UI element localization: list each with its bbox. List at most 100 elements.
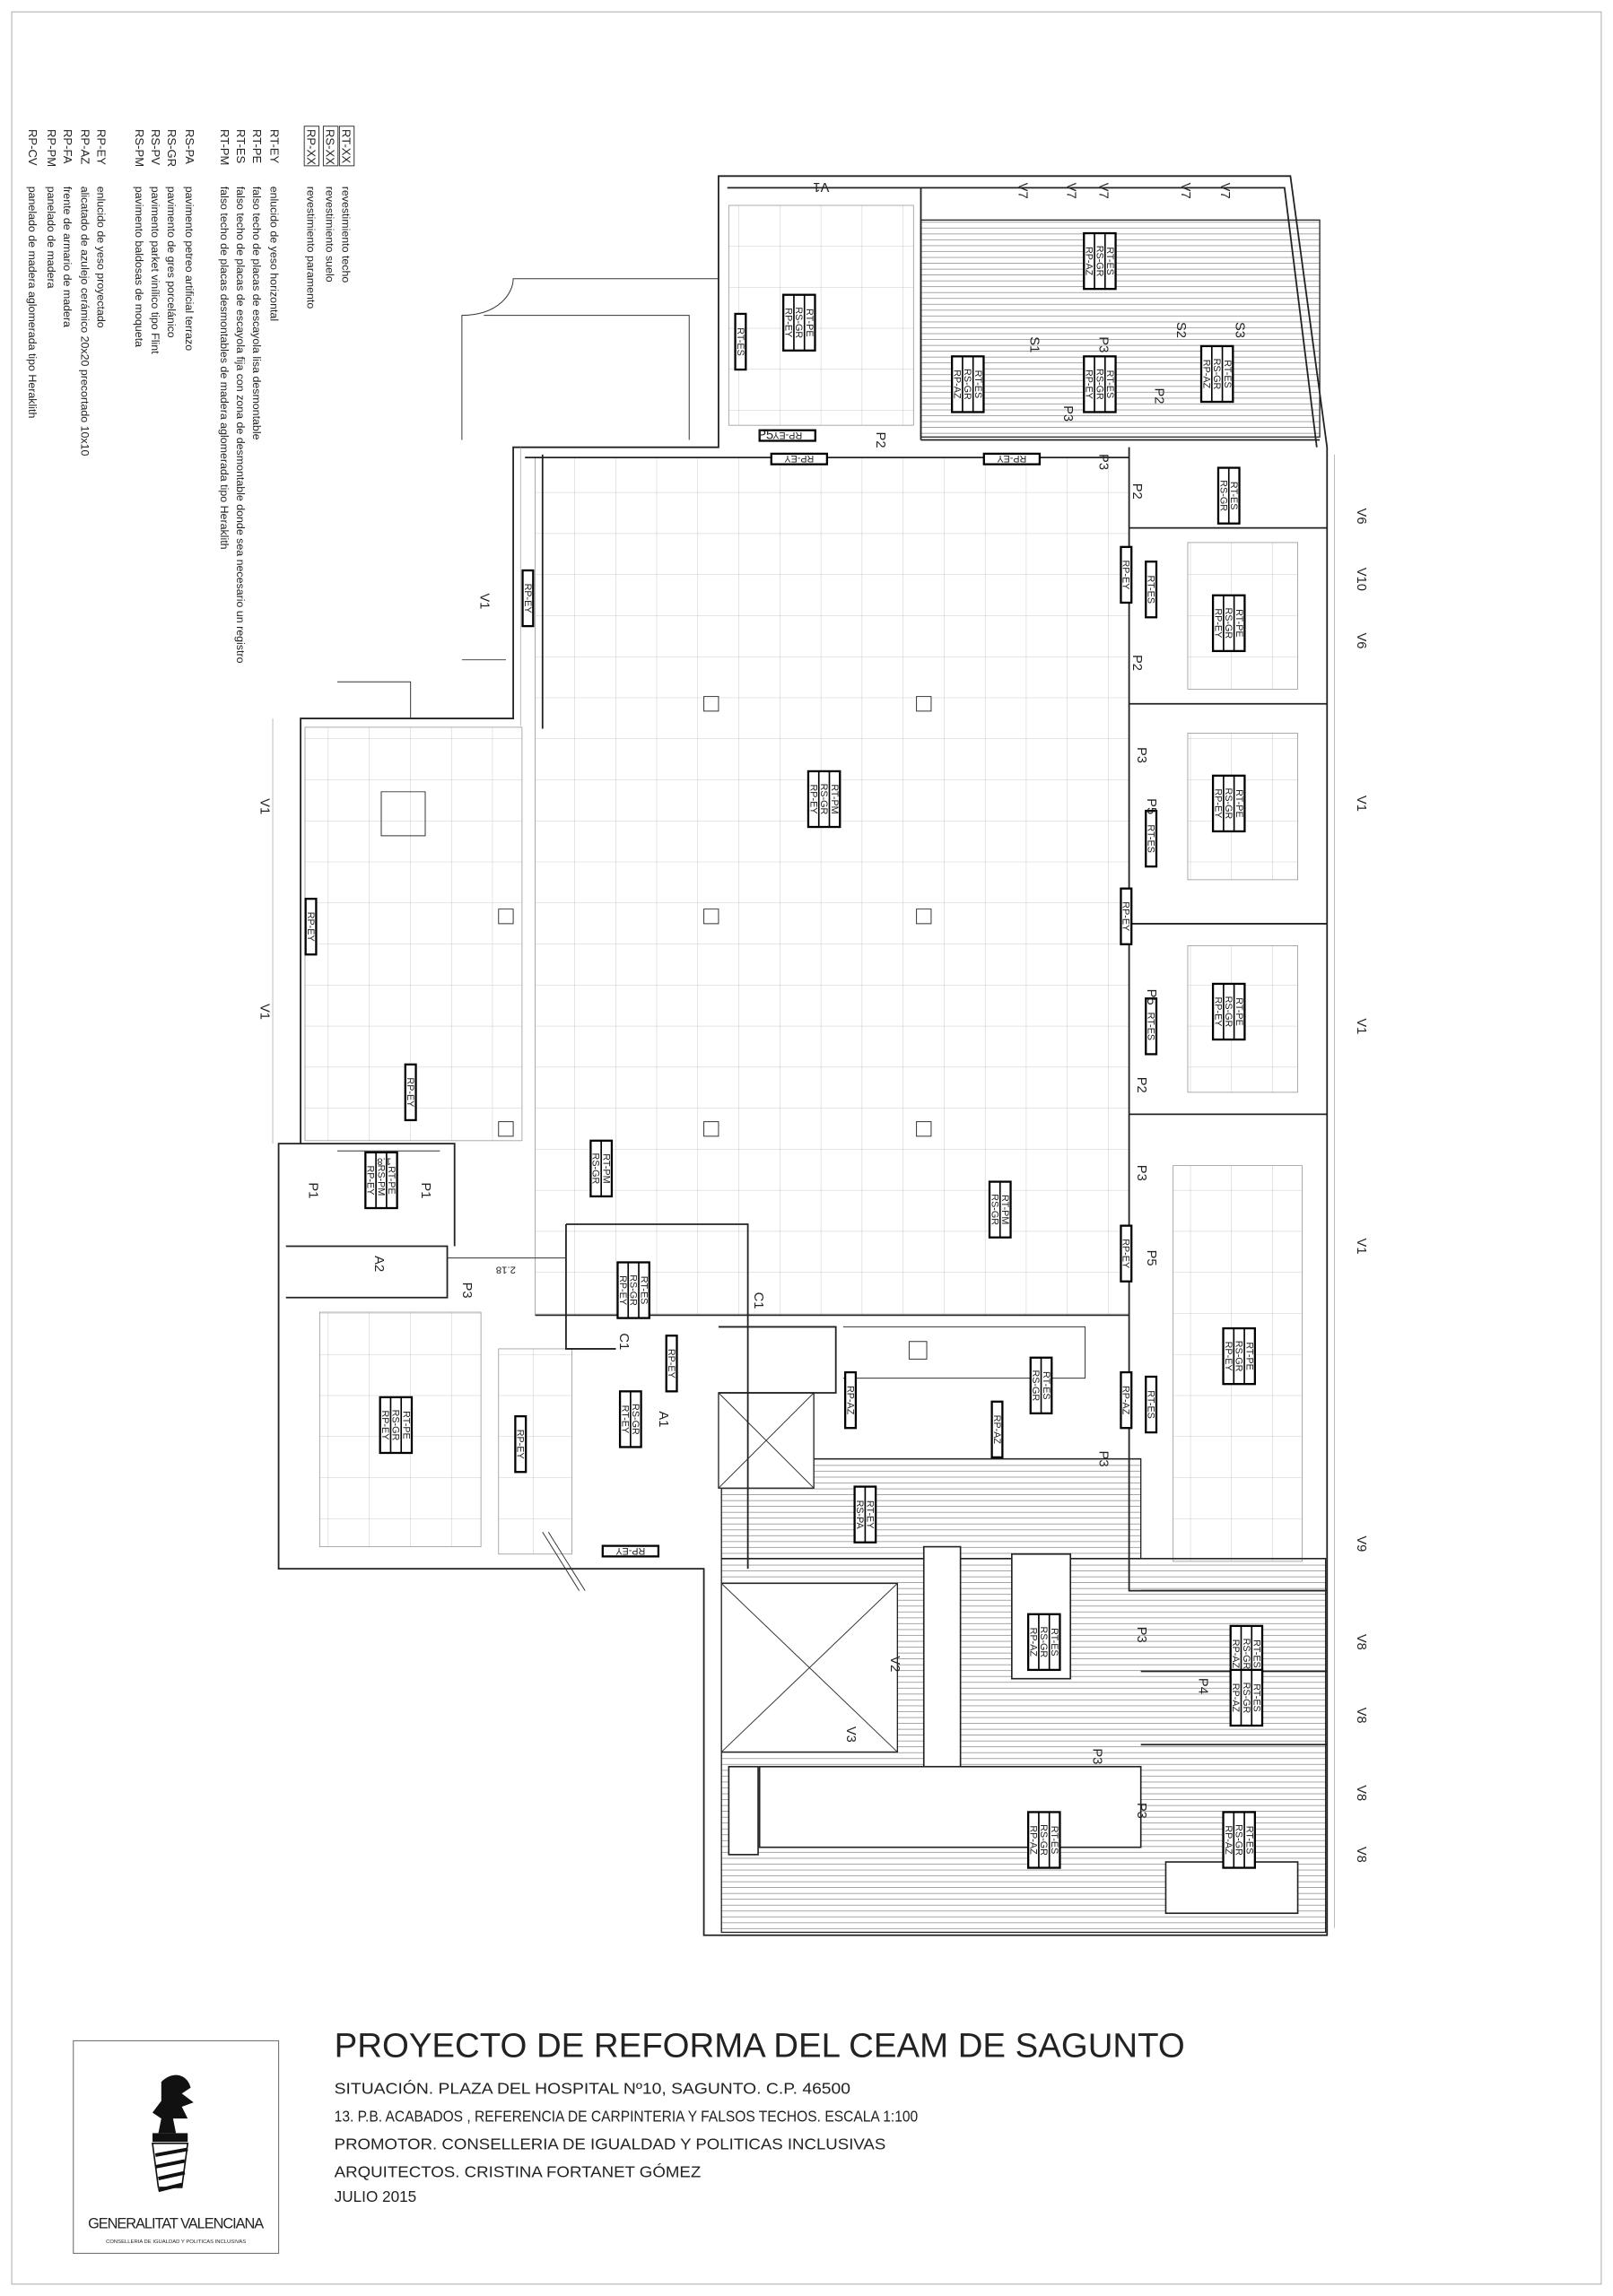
opening-label: C1	[751, 1292, 765, 1309]
legend-code: RS-GR	[165, 129, 179, 167]
opening-label: S1	[1026, 336, 1041, 352]
finish-code: RS-PA	[854, 1500, 865, 1530]
legend-description: frente de armario de madera	[61, 187, 74, 327]
finish-code: RT-ES	[1146, 575, 1156, 604]
finish-code: RP-EY	[1084, 370, 1094, 399]
promotor: PROMOTOR. CONSELLERIA DE IGUALDAD Y POLI…	[335, 2135, 886, 2152]
legend-code: RP-CV	[26, 129, 39, 166]
opening-label: P2	[1134, 1077, 1148, 1093]
legend-code: RP-EY	[95, 129, 109, 165]
opening-label: V10	[1354, 568, 1368, 591]
arquitectos: ARQUITECTOS. CRISTINA FORTANET GÓMEZ	[335, 2162, 702, 2180]
opening-label: P2	[873, 432, 887, 448]
finish-code: RS-GR	[630, 1404, 641, 1435]
finish-code: RP-AZ	[1120, 1386, 1131, 1415]
logo-subtitle: CONSELLERIA DE IGUALDAD Y POLITICAS INCL…	[106, 2239, 246, 2245]
opening-label: P2	[1129, 655, 1144, 671]
finish-code: RS-GR	[989, 1194, 999, 1225]
dimensions: 1.8 2.18	[336, 1150, 566, 1274]
finish-code: RT-ES	[1146, 1390, 1156, 1419]
finish-code: RS-GR	[1094, 369, 1104, 400]
finish-code: RP-EY	[1120, 901, 1131, 931]
finish-code: RT-ES	[1104, 370, 1115, 399]
finish-code: RT-ES	[1049, 1628, 1059, 1657]
opening-label: P3	[1134, 1627, 1148, 1643]
legend-code: RT-PE	[250, 129, 264, 164]
finish-code: RT-PE	[1234, 789, 1244, 818]
dimension-label: 2.18	[496, 1264, 516, 1274]
finish-code: RT-EY	[865, 1500, 876, 1529]
legend-code: RT-XX	[340, 129, 353, 164]
main-hall-ceiling-grid	[535, 457, 1130, 1316]
legend-description: falso techo de placas de escayola lisa d…	[250, 187, 263, 440]
opening-label: V9	[1354, 1535, 1368, 1552]
finish-code: RT-ES	[972, 370, 983, 399]
finish-code: RP-AZ	[1200, 360, 1211, 389]
opening-label: P3	[1134, 1803, 1148, 1819]
opening-label: P3	[459, 1283, 474, 1299]
finish-code: RT-EY	[619, 1405, 630, 1434]
finish-code: RS-GR	[1234, 1824, 1244, 1856]
legend-description: pavimento de gres porcelánico	[165, 187, 178, 338]
finish-code: RP-EY	[666, 1349, 676, 1378]
legend-code: RT-ES	[234, 129, 248, 164]
opening-label: P1	[418, 1182, 432, 1198]
finish-code: RP-EY	[305, 912, 316, 942]
opening-label: P3	[1134, 747, 1148, 763]
finish-code: RP-EY	[1212, 608, 1223, 638]
opening-label: P3	[1090, 1748, 1104, 1764]
opening-label: V1	[1354, 1239, 1368, 1255]
legend-description: alicatado de azulejo cerámico 20x20 prec…	[79, 187, 92, 457]
opening-label: V8	[1354, 1634, 1368, 1650]
finish-code: RT-ES	[1049, 1826, 1059, 1855]
finish-code: RP-AZ	[1230, 1683, 1241, 1713]
finish-code: RS-GR	[1217, 480, 1228, 511]
legend-description: enlucido de yeso proyectado	[95, 187, 108, 328]
finish-code: RS-GR	[1038, 1824, 1049, 1856]
finish-code: RT-ES	[1104, 247, 1115, 275]
finish-code: RS-GR	[793, 307, 804, 338]
finish-code: RP-EY	[1120, 560, 1131, 589]
finish-code: RS-GR	[628, 1274, 639, 1306]
finish-code: RP-EY	[515, 1430, 526, 1459]
finish-tag: RP-EY	[758, 429, 816, 442]
legend-code-box	[322, 126, 339, 167]
sheet-border	[11, 11, 1602, 2285]
opening-label: P3	[1095, 454, 1110, 470]
opening-label: P3	[1095, 336, 1110, 352]
legend-description: pavimento parket vinílico tipo Flint	[149, 187, 161, 354]
finish-code: RS-GR	[1241, 1639, 1251, 1670]
finish-code: RP-AZ	[1223, 1825, 1234, 1855]
finish-code: RS-GR	[1234, 1341, 1244, 1372]
finish-code: RP-EY	[365, 1166, 376, 1196]
finish-tag: RP-EY	[770, 452, 829, 465]
finish-code: RT-ES	[1041, 1371, 1051, 1400]
finish-code: RP-EY	[782, 308, 793, 337]
finish-code: RP-EY	[615, 1545, 645, 1556]
opening-label: V7	[1178, 183, 1192, 199]
finish-code: RP-AZ	[1084, 247, 1094, 276]
opening-label: P3	[1060, 405, 1075, 422]
finish-code: RT-ES	[735, 327, 745, 356]
finish-code: RS-GR	[1094, 246, 1104, 277]
opening-label: S3	[1232, 322, 1246, 338]
opening-label: C1	[616, 1333, 631, 1350]
finish-code: RT-PE	[1234, 609, 1244, 638]
opening-label: P1	[305, 1182, 319, 1198]
finish-code: RP-AZ	[951, 370, 962, 399]
finish-code: RP-EY	[617, 1275, 628, 1305]
finish-code: RS-GR	[1223, 788, 1234, 820]
stair-lower	[498, 1348, 572, 1555]
plan-description: 13. P.B. ACABADOS , REFERENCIA DE CARPIN…	[335, 2107, 919, 2125]
finish-tag: RT-ES	[734, 312, 747, 371]
finish-code: RP-EY	[807, 785, 818, 814]
